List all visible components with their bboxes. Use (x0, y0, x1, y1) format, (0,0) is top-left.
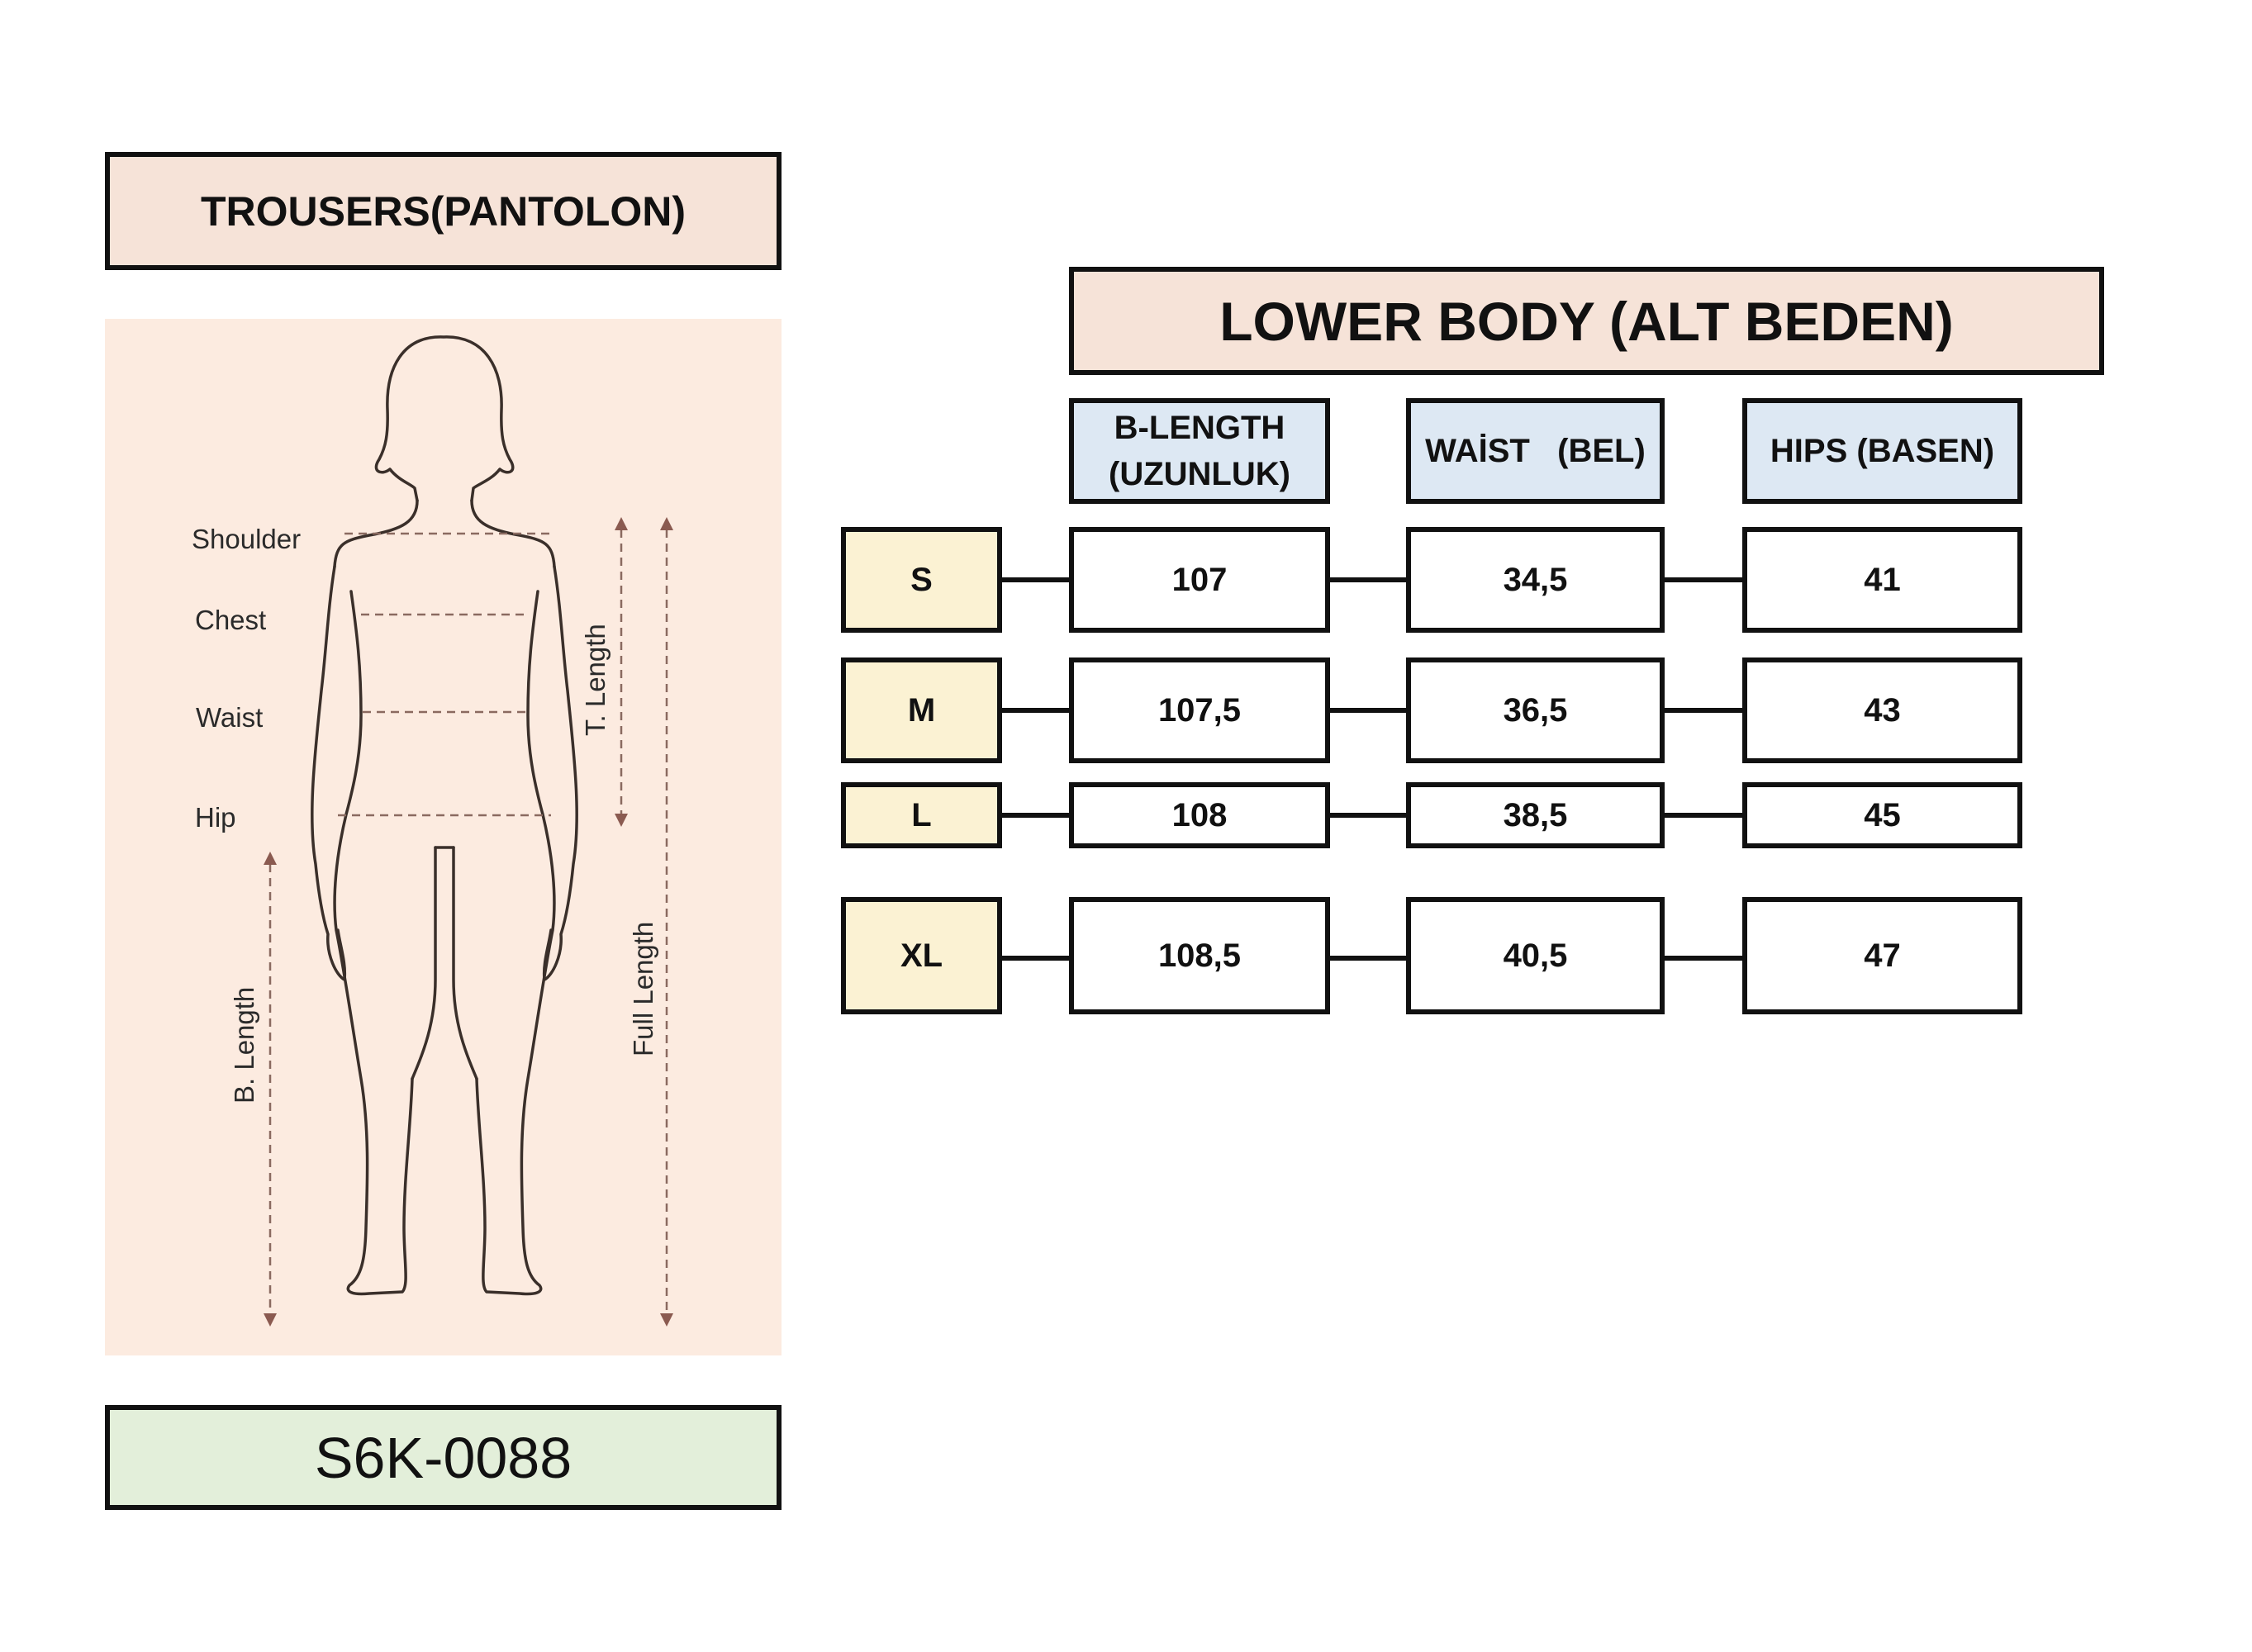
size-xl: XL (841, 897, 1002, 1014)
size-m: M (841, 657, 1002, 763)
cell-s-hips: 41 (1742, 527, 2022, 633)
header-b-length-line2: (UZUNLUK) (1109, 456, 1290, 492)
label-hip: Hip (195, 802, 236, 833)
label-full-length: Full Length (628, 922, 658, 1056)
cell-xl-waist: 40,5 (1406, 897, 1665, 1014)
cell-l-b-length: 108 (1069, 782, 1330, 848)
header-waist: WAİST (BEL) (1406, 398, 1665, 504)
cell-m-waist: 36,5 (1406, 657, 1665, 763)
body-measurement-figure: Shoulder Chest Waist Hip T. Length Full … (105, 319, 782, 1355)
header-b-length: B-LENGTH (UZUNLUK) (1069, 398, 1330, 504)
cell-s-waist: 34,5 (1406, 527, 1665, 633)
label-waist: Waist (196, 702, 263, 733)
cell-xl-b-length: 108,5 (1069, 897, 1330, 1014)
body-outline-icon (311, 335, 578, 1296)
cell-m-hips: 43 (1742, 657, 2022, 763)
lower-body-title: LOWER BODY (ALT BEDEN) (1069, 267, 2104, 375)
label-t-length: T. Length (580, 624, 611, 736)
trousers-title: TROUSERS(PANTOLON) (105, 152, 782, 270)
cell-m-b-length: 107,5 (1069, 657, 1330, 763)
size-s: S (841, 527, 1002, 633)
cell-l-hips: 45 (1742, 782, 2022, 848)
header-hips: HIPS (BASEN) (1742, 398, 2022, 504)
cell-s-b-length: 107 (1069, 527, 1330, 633)
label-chest: Chest (195, 605, 266, 635)
header-b-length-line1: B-LENGTH (1114, 410, 1285, 446)
label-b-length: B. Length (229, 987, 259, 1104)
size-l: L (841, 782, 1002, 848)
product-code: S6K-0088 (105, 1405, 782, 1510)
cell-xl-hips: 47 (1742, 897, 2022, 1014)
label-shoulder: Shoulder (192, 524, 301, 554)
cell-l-waist: 38,5 (1406, 782, 1665, 848)
